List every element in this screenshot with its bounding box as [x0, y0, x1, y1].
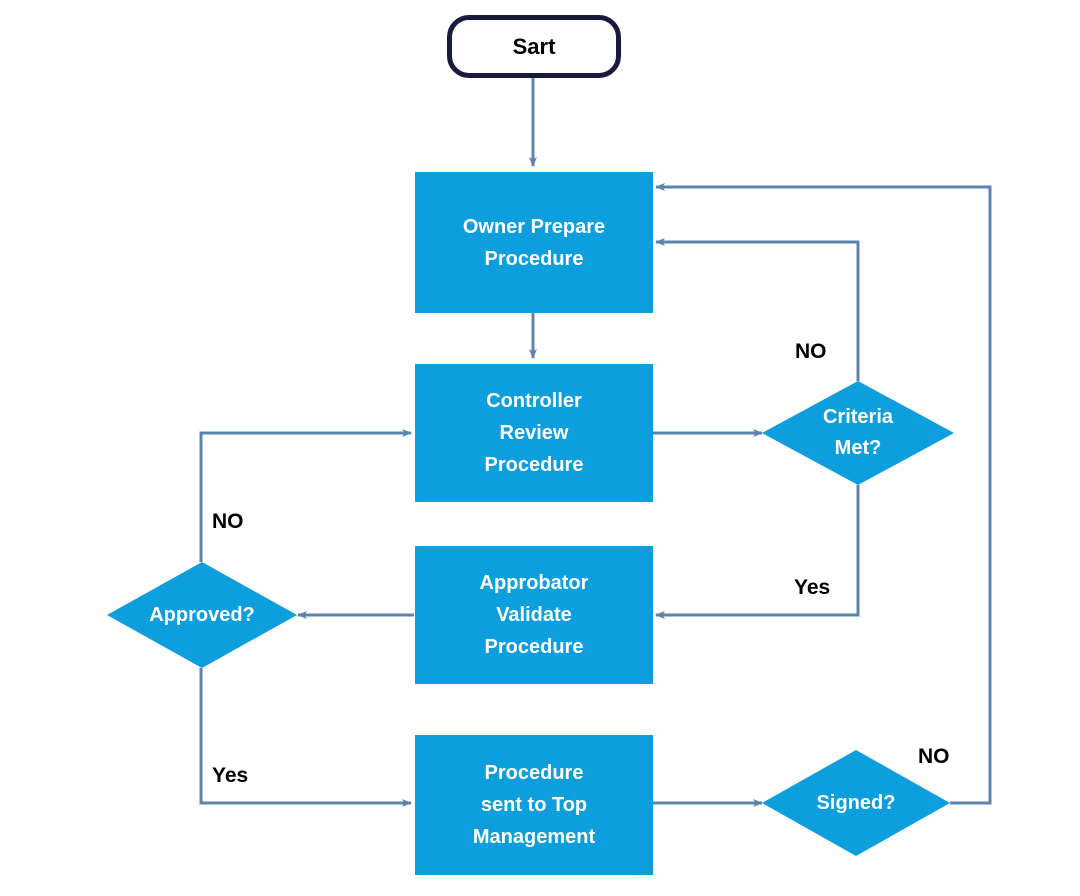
node-controller-review-procedure[interactable]: Controller Review Procedure [415, 364, 653, 502]
edge-label-criteria-no: NO [795, 340, 827, 363]
diamond-shape [762, 381, 954, 485]
node-approbator-validate-procedure[interactable]: Approbator Validate Procedure [415, 546, 653, 684]
edge-approved-yes-to-topmgmt [199, 668, 412, 807]
node-controller-review-procedure-label: Controller Review Procedure [484, 390, 584, 476]
edge-criteria-no-to-owner [655, 238, 860, 381]
node-start[interactable]: Sart [447, 15, 621, 78]
diamond-shape [762, 750, 950, 856]
node-procedure-sent-to-top-management-label: Procedure sent to Top Management [472, 762, 596, 848]
diamond-shape [107, 562, 297, 668]
edge-label-criteria-yes: Yes [794, 576, 831, 599]
node-owner-prepare-procedure-label: Owner Prepare Procedure [462, 215, 606, 270]
edge-label-signed-no: NO [918, 745, 950, 768]
node-approved-decision[interactable]: Approved? [107, 562, 297, 668]
node-approbator-validate-procedure-label: Approbator Validate Procedure [479, 572, 589, 658]
edge-approved-no-to-controller [199, 429, 412, 562]
node-owner-prepare-procedure[interactable]: Owner Prepare Procedure [415, 172, 653, 313]
node-criteria-met-decision[interactable]: Criteria Met? [762, 381, 954, 485]
node-start-label: Sart [512, 33, 556, 59]
edge-signed-no-to-owner [655, 183, 992, 805]
edge-label-approved-yes: Yes [212, 764, 249, 787]
node-procedure-sent-to-top-management[interactable]: Procedure sent to Top Management [415, 735, 653, 875]
edge-label-approved-no: NO [212, 510, 244, 533]
edge-criteria-yes-to-approbator [655, 485, 860, 619]
